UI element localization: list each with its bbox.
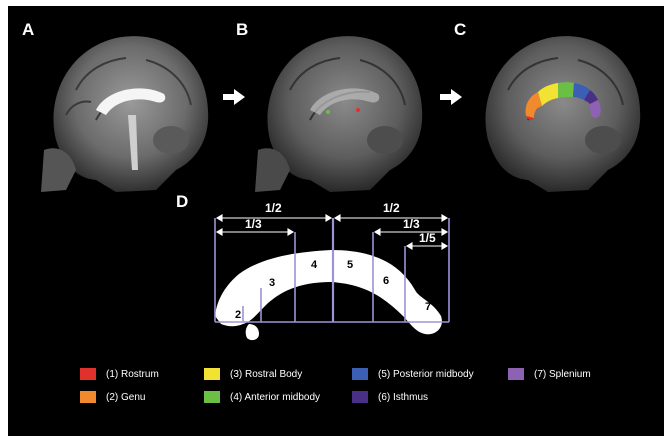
guide-lines: [214, 218, 450, 323]
corpus-callosum-b: [310, 88, 380, 115]
panel-label-b: B: [236, 20, 249, 39]
legend-item-anterior-midbody: (4) Anterior midbody: [204, 391, 320, 403]
legend-item-genu: (2) Genu: [80, 391, 145, 403]
legend-label: (3) Rostral Body: [230, 368, 303, 380]
legend-swatch: [508, 368, 524, 380]
arrow-right-icon: [440, 89, 462, 105]
mri-scan-c: [485, 36, 641, 193]
panel-label-d: D: [176, 192, 189, 211]
dimension-arrows: [215, 214, 449, 250]
legend-swatch: [80, 368, 96, 380]
fraction-fifth-right: 1/5: [419, 231, 436, 245]
corpus-callosum-a: [96, 88, 166, 115]
legend-label: (7) Splenium: [534, 368, 591, 380]
legend-item-isthmus: (6) Isthmus: [352, 391, 428, 403]
fraction-third-right: 1/3: [403, 217, 420, 231]
legend-label: (1) Rostrum: [106, 368, 159, 380]
legend-item-splenium: (7) Splenium: [508, 368, 591, 380]
mri-scan-a: [41, 36, 209, 193]
legend-swatch: [204, 368, 220, 380]
legend-swatch: [204, 391, 220, 403]
figure-panel: { "panels": { "a": "A", "b": "B", "c": "…: [8, 6, 664, 436]
legend-swatch: [80, 391, 96, 403]
segment-label-1: 1: [261, 329, 267, 341]
segment-label-6: 6: [383, 275, 389, 287]
mri-scan-b: [255, 36, 423, 193]
fraction-third-left: 1/3: [245, 217, 262, 231]
rostrum-shape: [245, 324, 259, 341]
panel-label-a: A: [22, 20, 35, 39]
segmented-corpus-callosum: [525, 82, 601, 121]
arrow-right-icon: [223, 89, 245, 105]
fraction-half-right: 1/2: [383, 201, 400, 215]
legend-swatch: [352, 368, 368, 380]
corpus-callosum-outline: [215, 250, 442, 335]
legend-label: (5) Posterior midbody: [378, 368, 474, 380]
fraction-half-left: 1/2: [265, 201, 282, 215]
legend-swatch: [352, 391, 368, 403]
legend-item-rostral-body: (3) Rostral Body: [204, 368, 302, 380]
legend-label: (6) Isthmus: [378, 391, 429, 403]
segment-label-3: 3: [269, 277, 275, 289]
panel-label-c: C: [454, 20, 467, 39]
segmentation-diagram: 1/2 1/2 1/3 1/3 1/5 1 2 3 4 5 6 7: [214, 201, 450, 341]
legend-item-rostrum: (1) Rostrum: [80, 368, 159, 380]
segment-label-4: 4: [311, 259, 318, 271]
legend-item-posterior-midbody: (5) Posterior midbody: [352, 368, 474, 380]
legend-label: (2) Genu: [106, 391, 146, 403]
segment-label-7: 7: [425, 301, 431, 313]
legend-label: (4) Anterior midbody: [230, 391, 321, 403]
segment-label-5: 5: [347, 259, 353, 271]
segment-label-2: 2: [235, 309, 241, 321]
